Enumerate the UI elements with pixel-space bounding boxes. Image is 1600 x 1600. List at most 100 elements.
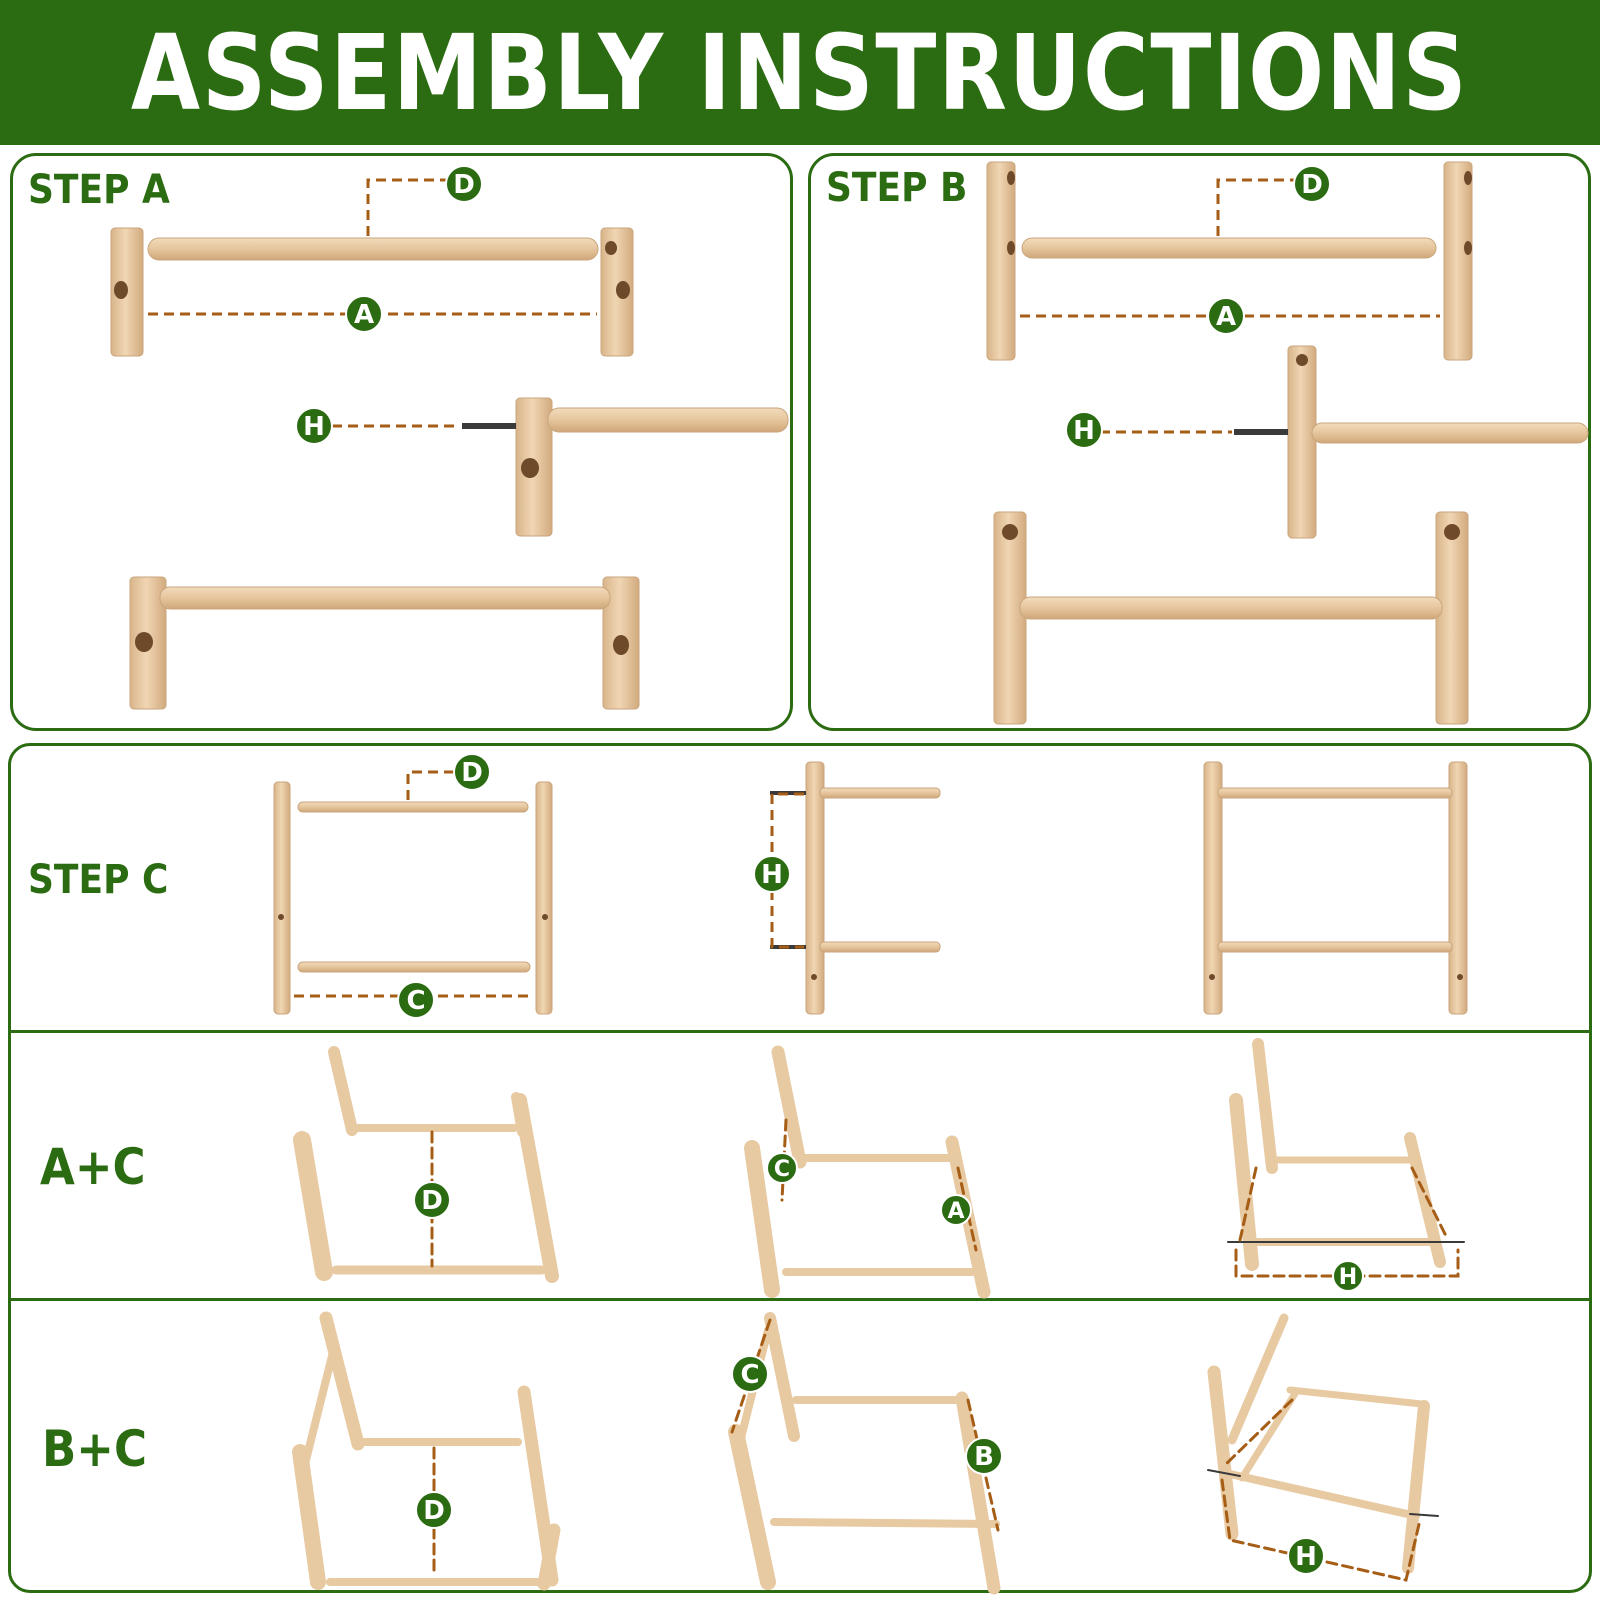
badge-c: C: [766, 1152, 798, 1184]
badge-h: H: [753, 855, 791, 893]
post: [986, 161, 1016, 361]
post: [1203, 761, 1223, 1015]
svg-text:D: D: [421, 1186, 443, 1216]
dowel: [1286, 1386, 1426, 1408]
screw-hole: [135, 632, 153, 652]
badge-h: H: [1287, 1537, 1325, 1575]
a-plus-c-illustration-1: [293, 1046, 559, 1283]
svg-text:H: H: [761, 860, 783, 890]
screw-hole: [542, 914, 548, 920]
step-a-assembled-illustration: [129, 576, 640, 710]
guide-line: [1224, 1398, 1294, 1466]
header-banner: ASSEMBLY INSTRUCTIONS: [0, 0, 1600, 145]
dowel: [1311, 422, 1589, 444]
screw-hole: [1444, 524, 1460, 540]
post: [771, 1045, 807, 1169]
screw-hole: [114, 281, 128, 299]
dowel-c: [297, 961, 531, 973]
svg-text:H: H: [1295, 1542, 1317, 1572]
step-b-plus-c-label: B+C: [42, 1420, 148, 1478]
step-b-assembled-illustration: [993, 511, 1469, 725]
step-c-explode-illustration: [273, 770, 553, 1015]
svg-text:C: C: [774, 1157, 790, 1182]
post: [292, 1444, 326, 1590]
badge-a: A: [1207, 297, 1245, 335]
svg-text:D: D: [461, 758, 483, 788]
post: [302, 1344, 338, 1464]
dowel: [819, 941, 941, 953]
post: [273, 781, 291, 1015]
badge-d: D: [453, 753, 491, 791]
a-plus-c-illustration-3: [1227, 1038, 1465, 1278]
guide-line-h: [770, 792, 804, 949]
svg-text:C: C: [740, 1360, 759, 1390]
svg-text:H: H: [1073, 416, 1095, 446]
post: [1229, 1093, 1259, 1271]
page-title: ASSEMBLY INSTRUCTIONS: [131, 11, 1469, 134]
screw-hole: [1007, 241, 1015, 255]
post: [328, 1046, 358, 1136]
screw-hole: [1296, 354, 1308, 366]
svg-text:C: C: [406, 986, 425, 1016]
divider-line: [8, 1030, 1592, 1033]
screw: [1409, 1513, 1439, 1517]
badge-d: D: [415, 1491, 453, 1529]
dowel-d: [297, 801, 529, 813]
badge-h: H: [1065, 411, 1103, 449]
step-b-screw-illustration: [1100, 345, 1589, 539]
screw-hole: [1002, 524, 1018, 540]
guide-line-d: [1216, 178, 1300, 236]
step-a-label: STEP A: [28, 167, 170, 213]
badge-c: C: [397, 981, 435, 1019]
dowel-d: [1021, 237, 1437, 259]
post: [511, 1092, 527, 1137]
screw: [1207, 1469, 1241, 1477]
screw-hole: [1457, 974, 1463, 980]
post: [728, 1424, 776, 1590]
dowel: [1217, 941, 1453, 953]
screw-hole: [616, 281, 630, 299]
post: [1252, 1038, 1278, 1174]
step-a-screw-illustration: [332, 397, 789, 537]
svg-text:B: B: [974, 1442, 994, 1472]
badge-h: H: [1332, 1260, 1364, 1292]
badge-d: D: [1293, 165, 1331, 203]
step-c-assembled-illustration: [1203, 761, 1468, 1015]
screw-hole: [278, 914, 284, 920]
dowel: [1226, 1470, 1420, 1520]
step-c-label: STEP C: [28, 857, 169, 903]
badge-a: A: [345, 295, 383, 333]
badge-h: H: [295, 407, 333, 445]
svg-text:D: D: [453, 170, 475, 200]
svg-text:H: H: [303, 412, 325, 442]
post: [805, 761, 825, 1015]
post: [764, 1312, 800, 1442]
svg-text:H: H: [1339, 1265, 1357, 1290]
dowel: [1217, 787, 1453, 799]
dowel: [159, 586, 611, 610]
step-c-screw-illustration: [770, 761, 941, 1015]
post: [1448, 761, 1468, 1015]
post: [1287, 345, 1317, 539]
badge-d: D: [413, 1181, 451, 1219]
post: [1435, 511, 1469, 725]
b-plus-c-illustration-3: [1207, 1313, 1439, 1582]
guide-line: [1238, 1166, 1258, 1242]
screw-hole: [521, 458, 539, 478]
screw-hole: [1464, 171, 1472, 185]
svg-text:D: D: [1301, 170, 1323, 200]
badge-a: A: [940, 1194, 972, 1226]
svg-text:A: A: [1216, 302, 1236, 332]
post: [1443, 161, 1473, 361]
post: [293, 1131, 333, 1281]
dowel: [1019, 596, 1443, 620]
dowel: [547, 407, 789, 433]
screw-hole: [1209, 974, 1215, 980]
post: [319, 1311, 365, 1451]
dowel: [770, 1518, 1000, 1528]
badge-c: C: [731, 1355, 769, 1393]
step-a-plus-c-label: A+C: [40, 1138, 146, 1196]
screw-hole: [811, 974, 817, 980]
screw: [1234, 429, 1288, 435]
